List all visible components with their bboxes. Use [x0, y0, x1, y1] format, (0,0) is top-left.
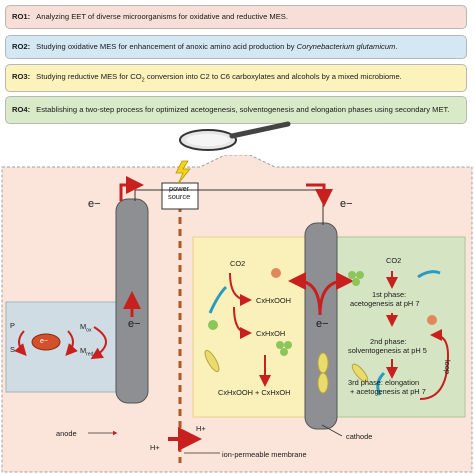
power-source-box	[161, 182, 199, 210]
ro4-text: Establishing a two-step process for opti…	[36, 105, 450, 115]
anode-up-arrow	[119, 176, 144, 201]
yellow-rod	[204, 349, 220, 373]
ro3-text-b: conversion into C2 to C6 carboxylates an…	[144, 71, 402, 81]
blue-rod-1	[208, 285, 228, 314]
loop-arrow	[419, 329, 450, 400]
loop-label: loop	[443, 360, 452, 374]
blue-rod-2	[417, 270, 441, 279]
mes-diagram	[1, 155, 473, 473]
yellow-rod-2	[351, 363, 369, 383]
electron-carrier	[31, 333, 61, 351]
orange-microbe-1	[271, 268, 281, 278]
m-red-label: Mred	[80, 346, 94, 358]
green-cluster-4	[348, 271, 356, 279]
objective-ro3: RO3: Studying reductive MES for CO2 conve…	[5, 64, 467, 92]
ro2-organism: Corynebacterium glutamicum	[296, 42, 396, 52]
m-cycle-arrow	[65, 330, 78, 356]
ro2-text: Studying oxidative MES for enhancement o…	[36, 42, 297, 52]
membrane-label: ion-permeable membrane	[222, 450, 307, 459]
m-to-anode-arrow	[90, 326, 107, 360]
p-label: P	[10, 321, 15, 330]
h-plus-label-right: H+	[196, 424, 206, 433]
h-plus-label-left: H+	[150, 443, 160, 452]
phase3-title: 3rd phase: elongation	[348, 378, 420, 387]
acid-label: CxHxOOH	[256, 296, 291, 305]
cathode-down-arrow	[306, 183, 333, 207]
ps-cycle-arrow	[14, 330, 27, 356]
cathode-pointer	[321, 424, 343, 437]
blue-rod-3	[376, 371, 386, 396]
magnifier-icon	[179, 121, 291, 151]
objective-ro1: RO1: Analyzing EET of diverse microorgani…	[5, 5, 467, 29]
objective-ro4: RO4: Establishing a two-step process for …	[5, 96, 467, 124]
green-cluster-6	[352, 278, 360, 286]
cathode-split-arrow	[299, 279, 343, 316]
ro4-id: RO4:	[12, 105, 31, 115]
carrier-e-label: e−	[40, 338, 48, 345]
mixture-label: CxHxOOH + CxHxOH	[218, 388, 291, 397]
co2-label-mid: CO2	[230, 259, 246, 268]
green-cell	[208, 320, 218, 330]
power-source-label: power source	[168, 184, 191, 202]
green-cluster-1	[276, 341, 284, 349]
co2-to-acid-arrow	[229, 272, 252, 306]
cathode-inner-e-label: e−	[316, 318, 329, 330]
phase1-desc: acetogenesis at pH 7	[350, 299, 420, 308]
ro3-id: RO3:	[12, 71, 31, 81]
s-label: S	[10, 345, 15, 354]
anode-e-label: e−	[88, 198, 101, 210]
cathode-electrode	[304, 222, 338, 430]
phase2-desc: solventogenesis at pH 5	[348, 346, 427, 355]
ro1-text: Analyzing EET of diverse microorganisms …	[36, 12, 288, 22]
m-ox-label: Mox	[80, 322, 92, 334]
phase3-desc: + acetogenesis at pH 7	[350, 387, 426, 396]
alcohol-label: CxHxOH	[256, 329, 286, 338]
ro1-id: RO1:	[12, 12, 31, 22]
ro2-text-end: .	[395, 42, 398, 52]
phase1-title: 1st phase:	[372, 290, 407, 299]
green-cluster-5	[356, 271, 364, 279]
acid-to-alcohol-arrow	[233, 306, 252, 339]
cathode-e-label: e−	[340, 198, 353, 210]
lightning-icon	[175, 160, 191, 185]
phase2-title: 2nd phase:	[370, 337, 407, 346]
objective-ro2: RO2: Studying oxidative MES for enhanceme…	[5, 35, 467, 59]
ro3-text-a: Studying reductive MES for CO	[36, 71, 142, 81]
anode-label: anode	[56, 429, 77, 438]
green-cluster-3	[280, 348, 288, 356]
orange-microbe-2	[427, 315, 437, 325]
cathode-biofilm-1	[317, 352, 329, 374]
ro2-id: RO2:	[12, 42, 31, 52]
co2-label-right: CO2	[386, 256, 402, 265]
ro3-sub: 2	[141, 77, 145, 84]
anode-inner-e-label: e−	[128, 318, 141, 330]
cathode-label: cathode	[346, 432, 373, 441]
green-cluster-2	[284, 341, 292, 349]
cathode-biofilm-2	[317, 372, 329, 394]
